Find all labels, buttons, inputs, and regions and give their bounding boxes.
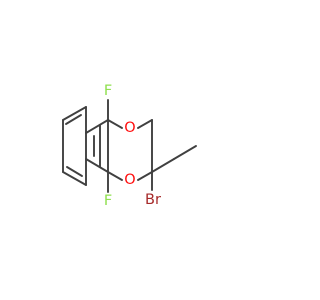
bond-c8a-c8b [85,158,109,173]
atom-label-f-top: F [104,83,112,99]
bond-c-o-top [107,119,123,129]
bond-ch2-ch3 [173,145,197,160]
atom-label-o-bottom: O [124,172,135,188]
bond-ring-c7-c8-inner [66,166,83,177]
bond-ring-c5-c6 [62,106,87,121]
bond-c2-o-bottom [137,171,153,181]
bond-c4a-c8a-outer [85,119,109,134]
background [0,0,300,300]
bond-ring-c7-c8 [62,171,87,186]
atom-label-br: Br [145,192,161,208]
molecule-diagram: F O O Br F [0,0,300,300]
bond-o-c-bottom [107,171,123,181]
atom-label-f-bottom: F [104,193,112,209]
bond-c2-ch2 [151,158,175,173]
bond-o-ch2 [137,119,153,129]
bond-ring-c5-c6-inner [65,114,82,125]
atom-label-o-top: O [124,120,135,136]
